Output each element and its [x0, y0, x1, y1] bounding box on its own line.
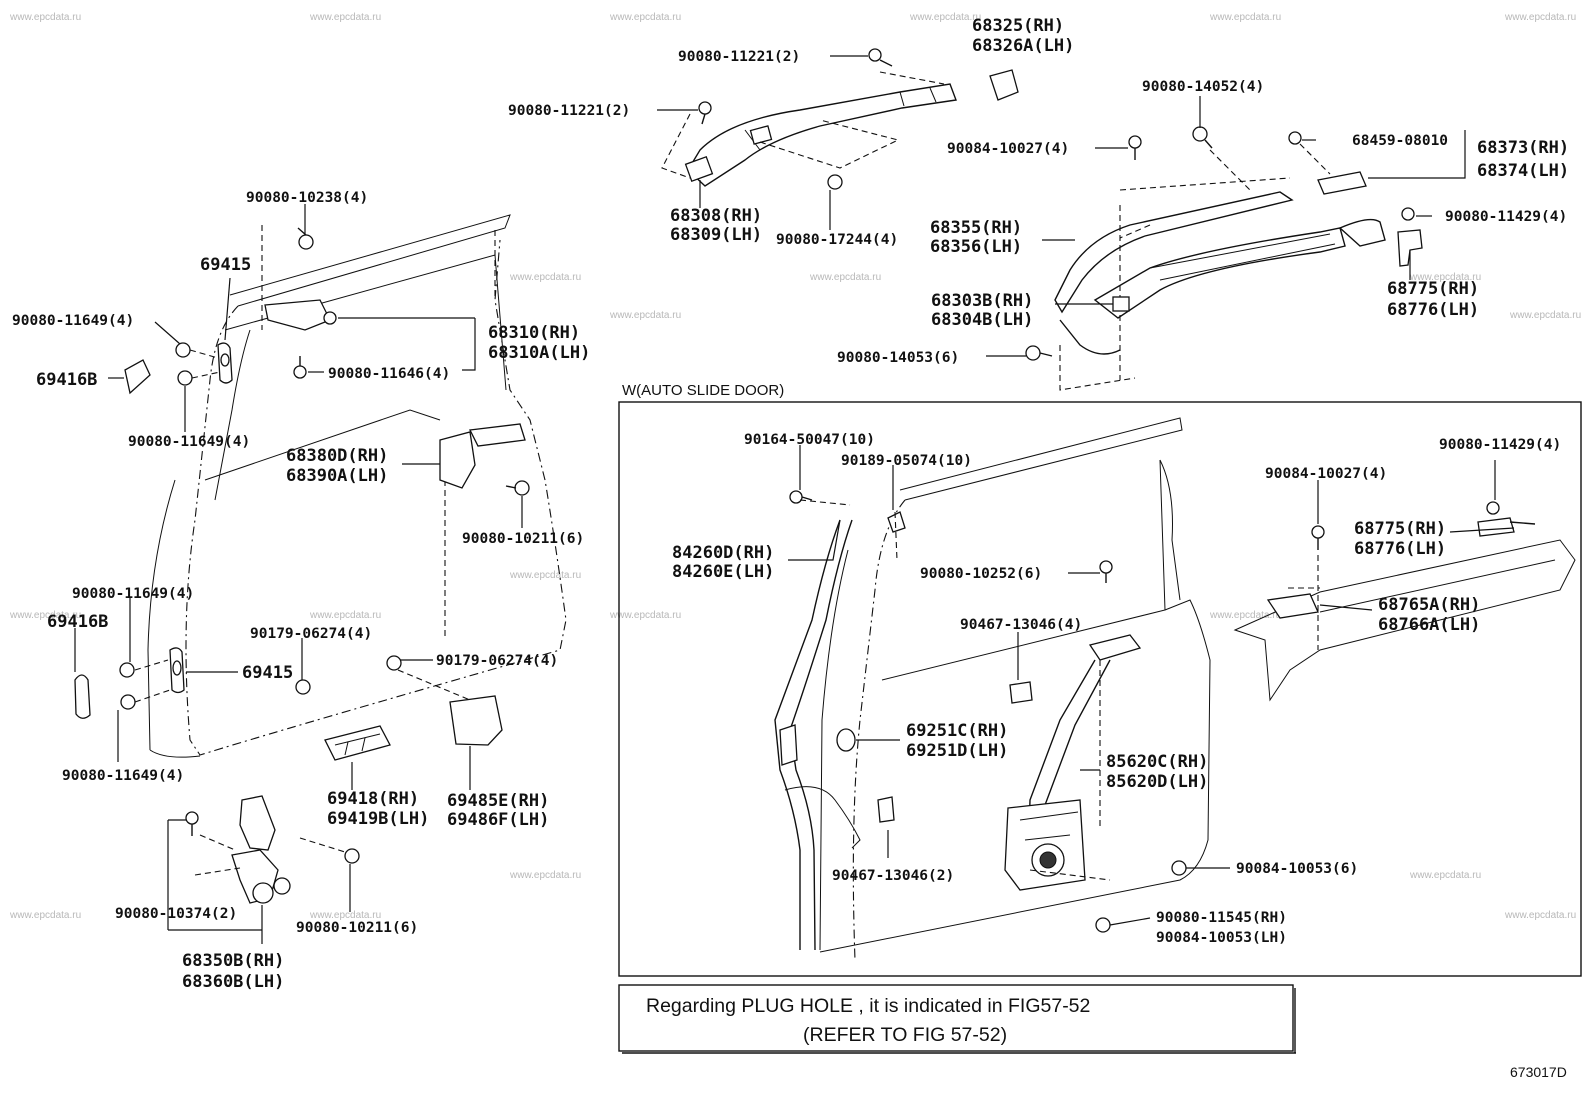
part-number-label: 90080-11649(4): [128, 434, 250, 450]
note-box: Regarding PLUG HOLE , it is indicated in…: [618, 984, 1296, 1054]
note-line-1: Regarding PLUG HOLE , it is indicated in…: [646, 995, 1090, 1017]
part-number-label: 90179-06274(4): [250, 626, 372, 642]
part-number-label: 68326A(LH): [972, 36, 1074, 56]
center-rail-assembly: [1025, 126, 1423, 391]
watermark: www.epcdata.ru: [9, 610, 81, 621]
watermark: www.epcdata.ru: [1509, 310, 1581, 321]
watermark: www.epcdata.ru: [909, 12, 981, 23]
upper-rail-assembly: [661, 48, 1019, 190]
part-number-label: 69486F(LH): [447, 810, 549, 830]
part-number-label: 90189-05074(10): [841, 453, 972, 469]
part-number-label: 68459-08010: [1352, 133, 1448, 149]
part-number-label: 90080-11221(2): [678, 49, 800, 65]
part-number-label: 90080-14052(4): [1142, 79, 1264, 95]
part-number-label: 90080-10374(2): [115, 906, 237, 922]
part-number-label: 69251C(RH): [906, 721, 1008, 741]
part-number-label: 68350B(RH): [182, 951, 284, 971]
part-number-label: 90084-10053(6): [1236, 861, 1358, 877]
part-number-label: 68304B(LH): [931, 310, 1033, 330]
part-number-label: 68776(LH): [1354, 539, 1446, 559]
part-number-label: 68775(RH): [1387, 279, 1479, 299]
part-number-label: 84260E(LH): [672, 562, 774, 582]
part-number-label: 68310(RH): [488, 323, 580, 343]
part-number-label: 90179-06274(4): [436, 653, 558, 669]
part-number-label: 68355(RH): [930, 218, 1022, 238]
part-number-label: 69415: [200, 255, 251, 275]
part-number-label: 85620D(LH): [1106, 772, 1208, 792]
part-number-label: 90080-11649(4): [12, 313, 134, 329]
part-number-label: 90164-50047(10): [744, 432, 875, 448]
watermark: www.epcdata.ru: [309, 610, 381, 621]
watermark: www.epcdata.ru: [509, 570, 581, 581]
watermark: www.epcdata.ru: [1209, 610, 1281, 621]
part-number-label: 90084-10053(LH): [1156, 930, 1287, 946]
watermark: www.epcdata.ru: [9, 910, 81, 921]
note-line-2: (REFER TO FIG 57-52): [803, 1024, 1007, 1046]
part-number-label: 69485E(RH): [447, 791, 549, 811]
part-number-label: 90080-11646(4): [328, 366, 450, 382]
part-number-label: 69419B(LH): [327, 809, 429, 829]
part-number-label: 85620C(RH): [1106, 752, 1208, 772]
part-number-label: 90080-11649(4): [62, 768, 184, 784]
watermark: www.epcdata.ru: [509, 870, 581, 881]
part-number-label: 90084-10027(4): [1265, 466, 1387, 482]
part-number-label: 69418(RH): [327, 789, 419, 809]
part-number-label: 90080-17244(4): [776, 232, 898, 248]
part-number-label: 68310A(LH): [488, 343, 590, 363]
part-number-label: 90080-10211(6): [296, 920, 418, 936]
watermark: www.epcdata.ru: [509, 272, 581, 283]
part-number-label: 90080-10211(6): [462, 531, 584, 547]
part-number-label: 90080-10238(4): [246, 190, 368, 206]
figure-code: 673017D: [1510, 1064, 1567, 1080]
watermarks: www.epcdata.ru www.epcdata.ru www.epcdat…: [9, 12, 1581, 921]
part-number-label: 68776(LH): [1387, 300, 1479, 320]
watermark: www.epcdata.ru: [1504, 910, 1576, 921]
part-number-label: 68390A(LH): [286, 466, 388, 486]
part-number-label: 90080-10252(6): [920, 566, 1042, 582]
part-number-label: 68325(RH): [972, 16, 1064, 36]
leader-lines: [74, 55, 1515, 944]
watermark: www.epcdata.ru: [1409, 272, 1481, 283]
part-number-label: 68360B(LH): [182, 972, 284, 992]
part-number-label: 68309(LH): [670, 225, 762, 245]
part-number-label: 90080-11429(4): [1439, 437, 1561, 453]
watermark: www.epcdata.ru: [1209, 12, 1281, 23]
part-number-label: 90084-10027(4): [947, 141, 1069, 157]
watermark: www.epcdata.ru: [609, 12, 681, 23]
part-number-label: 90080-14053(6): [837, 350, 959, 366]
part-number-label: 90080-11545(RH): [1156, 910, 1287, 926]
watermark: www.epcdata.ru: [1409, 870, 1481, 881]
part-number-label: 90080-11649(4): [72, 586, 194, 602]
part-number-label: 68373(RH): [1477, 138, 1569, 158]
part-number-label: 69416B: [36, 370, 97, 390]
part-number-label: 84260D(RH): [672, 543, 774, 563]
watermark: www.epcdata.ru: [309, 910, 381, 921]
watermark: www.epcdata.ru: [1504, 12, 1576, 23]
left-door-frame: [74, 214, 567, 904]
part-number-label: 90467-13046(2): [832, 868, 954, 884]
part-labels: 90080-11221(2) 68325(RH) 68326A(LH) 9008…: [12, 16, 1569, 992]
part-number-label: 68775(RH): [1354, 519, 1446, 539]
part-number-label: 68380D(RH): [286, 446, 388, 466]
part-number-label: 68765A(RH): [1378, 595, 1480, 615]
watermark: www.epcdata.ru: [609, 610, 681, 621]
part-number-label: 68303B(RH): [931, 291, 1033, 311]
watermark: www.epcdata.ru: [809, 272, 881, 283]
part-number-label: 90467-13046(4): [960, 617, 1082, 633]
part-number-label: 68374(LH): [1477, 161, 1569, 181]
part-number-label: 69251D(LH): [906, 741, 1008, 761]
part-number-label: 68308(RH): [670, 206, 762, 226]
part-number-label: 68356(LH): [930, 237, 1022, 257]
part-number-label: 90080-11429(4): [1445, 209, 1567, 225]
auto-slide-door-title: W(AUTO SLIDE DOOR): [622, 382, 784, 399]
auto-slide-door-box: W(AUTO SLIDE DOOR): [618, 382, 1582, 977]
part-number-label: 68766A(LH): [1378, 615, 1480, 635]
part-number-label: 90080-11221(2): [508, 103, 630, 119]
part-number-label: 69416B: [47, 612, 108, 632]
watermark: www.epcdata.ru: [609, 310, 681, 321]
part-number-label: 69415: [242, 663, 293, 683]
watermark: www.epcdata.ru: [309, 12, 381, 23]
watermark: www.epcdata.ru: [9, 12, 81, 23]
